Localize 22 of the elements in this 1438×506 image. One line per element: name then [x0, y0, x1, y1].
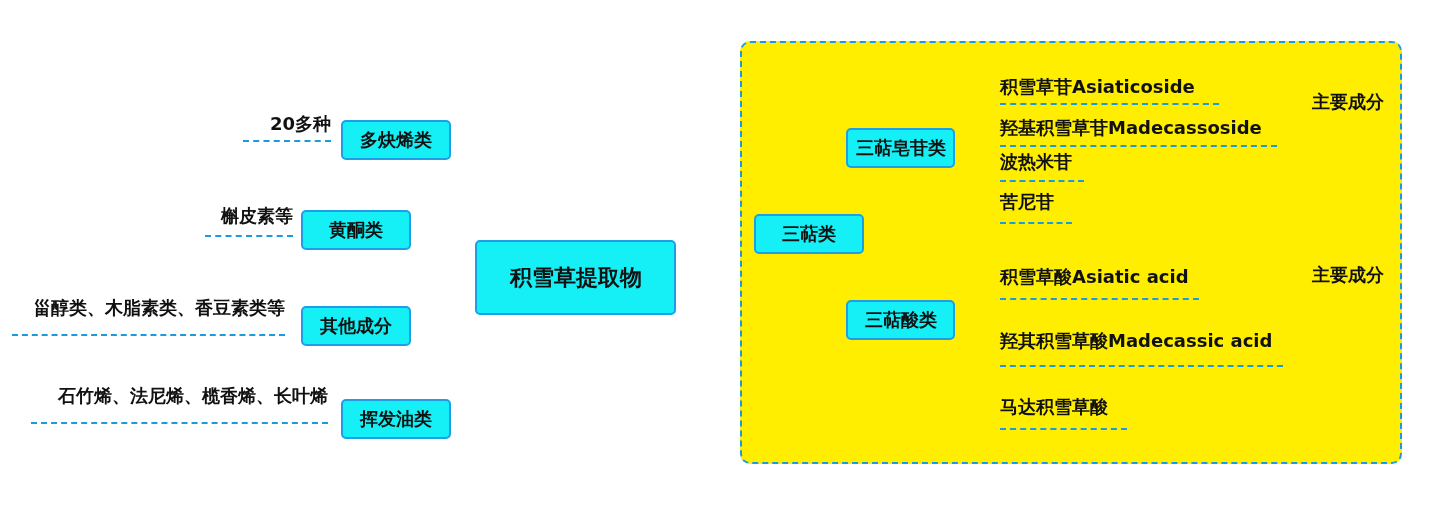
text-label: 槲皮素等 — [205, 204, 293, 237]
note-text: 主要成分 — [1312, 263, 1384, 287]
text-label: 羟基积雪草苷Madecassoside — [1000, 116, 1277, 147]
topic-box: 挥发油类 — [341, 399, 451, 439]
text-label: 积雪草酸Asiatic acid — [1000, 265, 1199, 300]
note-text: 主要成分 — [1312, 90, 1384, 114]
topic-box: 其他成分 — [301, 306, 411, 346]
topic-box: 三萜类 — [754, 214, 864, 254]
text-label: 甾醇类、木脂素类、香豆素类等 — [12, 296, 285, 336]
text-label: 波热米苷 — [1000, 150, 1084, 182]
text-label: 苦尼苷 — [1000, 190, 1072, 224]
topic-box: 黄酮类 — [301, 210, 411, 250]
topic-box: 多炔烯类 — [341, 120, 451, 160]
group-area — [740, 41, 1402, 464]
text-label: 20多种 — [243, 112, 331, 142]
central-topic-box: 积雪草提取物 — [475, 240, 676, 315]
text-label: 羟其积雪草酸Madecassic acid — [1000, 329, 1283, 367]
text-label: 积雪草苷Asiaticoside — [1000, 75, 1219, 105]
text-label: 石竹烯、法尼烯、榄香烯、长叶烯 — [31, 384, 328, 424]
text-label: 马达积雪草酸 — [1000, 395, 1127, 430]
topic-box: 三萜皂苷类 — [846, 128, 955, 168]
topic-box: 三萜酸类 — [846, 300, 955, 340]
